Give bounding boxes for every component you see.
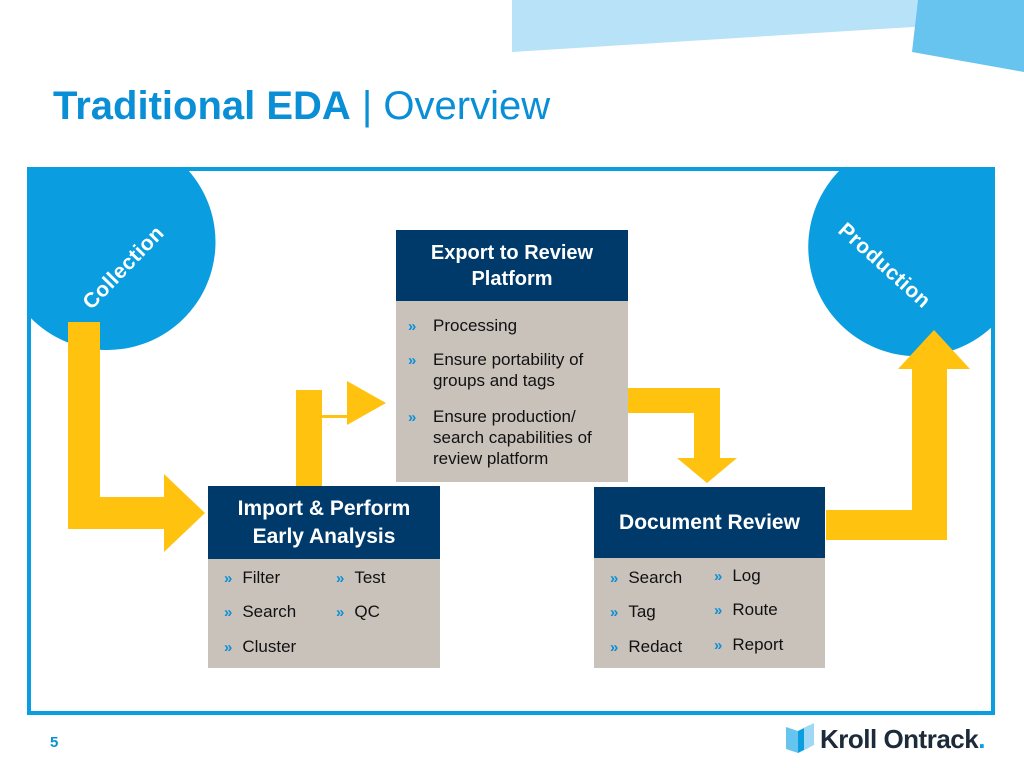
export-item-text: Processing [433,316,518,335]
review-box-body: »Search »Tag »Redact »Log »Route »Report [594,558,825,668]
production-tab-shape [808,170,995,357]
header-decoration [512,0,1024,72]
arrow-review-to-production [826,330,970,540]
kroll-ontrack-logo-text: Kroll Ontrack. [820,724,985,754]
review-item: »Route [714,600,778,619]
import-item: »Test [336,568,386,587]
import-item: »Cluster [224,637,297,656]
review-item: »Search [610,568,683,587]
export-box-body: » Processing » Ensure portability of gro… [396,301,628,482]
arrow-export-to-review [628,388,737,483]
kroll-ontrack-logo-icon [786,723,814,753]
import-item: »QC [336,602,380,621]
import-box-body: »Filter »Search »Cluster »Test »QC [208,559,440,668]
page-number: 5 [50,734,59,751]
diagram-frame [27,167,995,715]
arrow-import-to-export [296,381,386,488]
review-box-title: Document Review [594,487,825,558]
export-item: » [408,318,417,335]
review-item: »Log [714,566,761,585]
collection-tab-shape [27,170,216,351]
export-item: » [408,409,417,426]
review-item: »Tag [610,602,656,621]
export-item-text: Ensure portability of groups and tags [433,350,584,390]
import-item: »Filter [224,568,281,587]
export-item-text: Ensure production/ search capabilities o… [433,407,592,468]
arrow-collection-to-import [68,322,205,552]
review-item: »Redact [610,637,683,656]
page-title: Traditional EDA | Overview [53,84,551,128]
review-item: »Report [714,635,784,654]
import-item: »Search [224,602,297,621]
export-item: » [408,352,417,369]
export-box-title: Export to Review Platform [396,230,628,301]
import-box-title: Import & Perform Early Analysis [208,486,440,559]
